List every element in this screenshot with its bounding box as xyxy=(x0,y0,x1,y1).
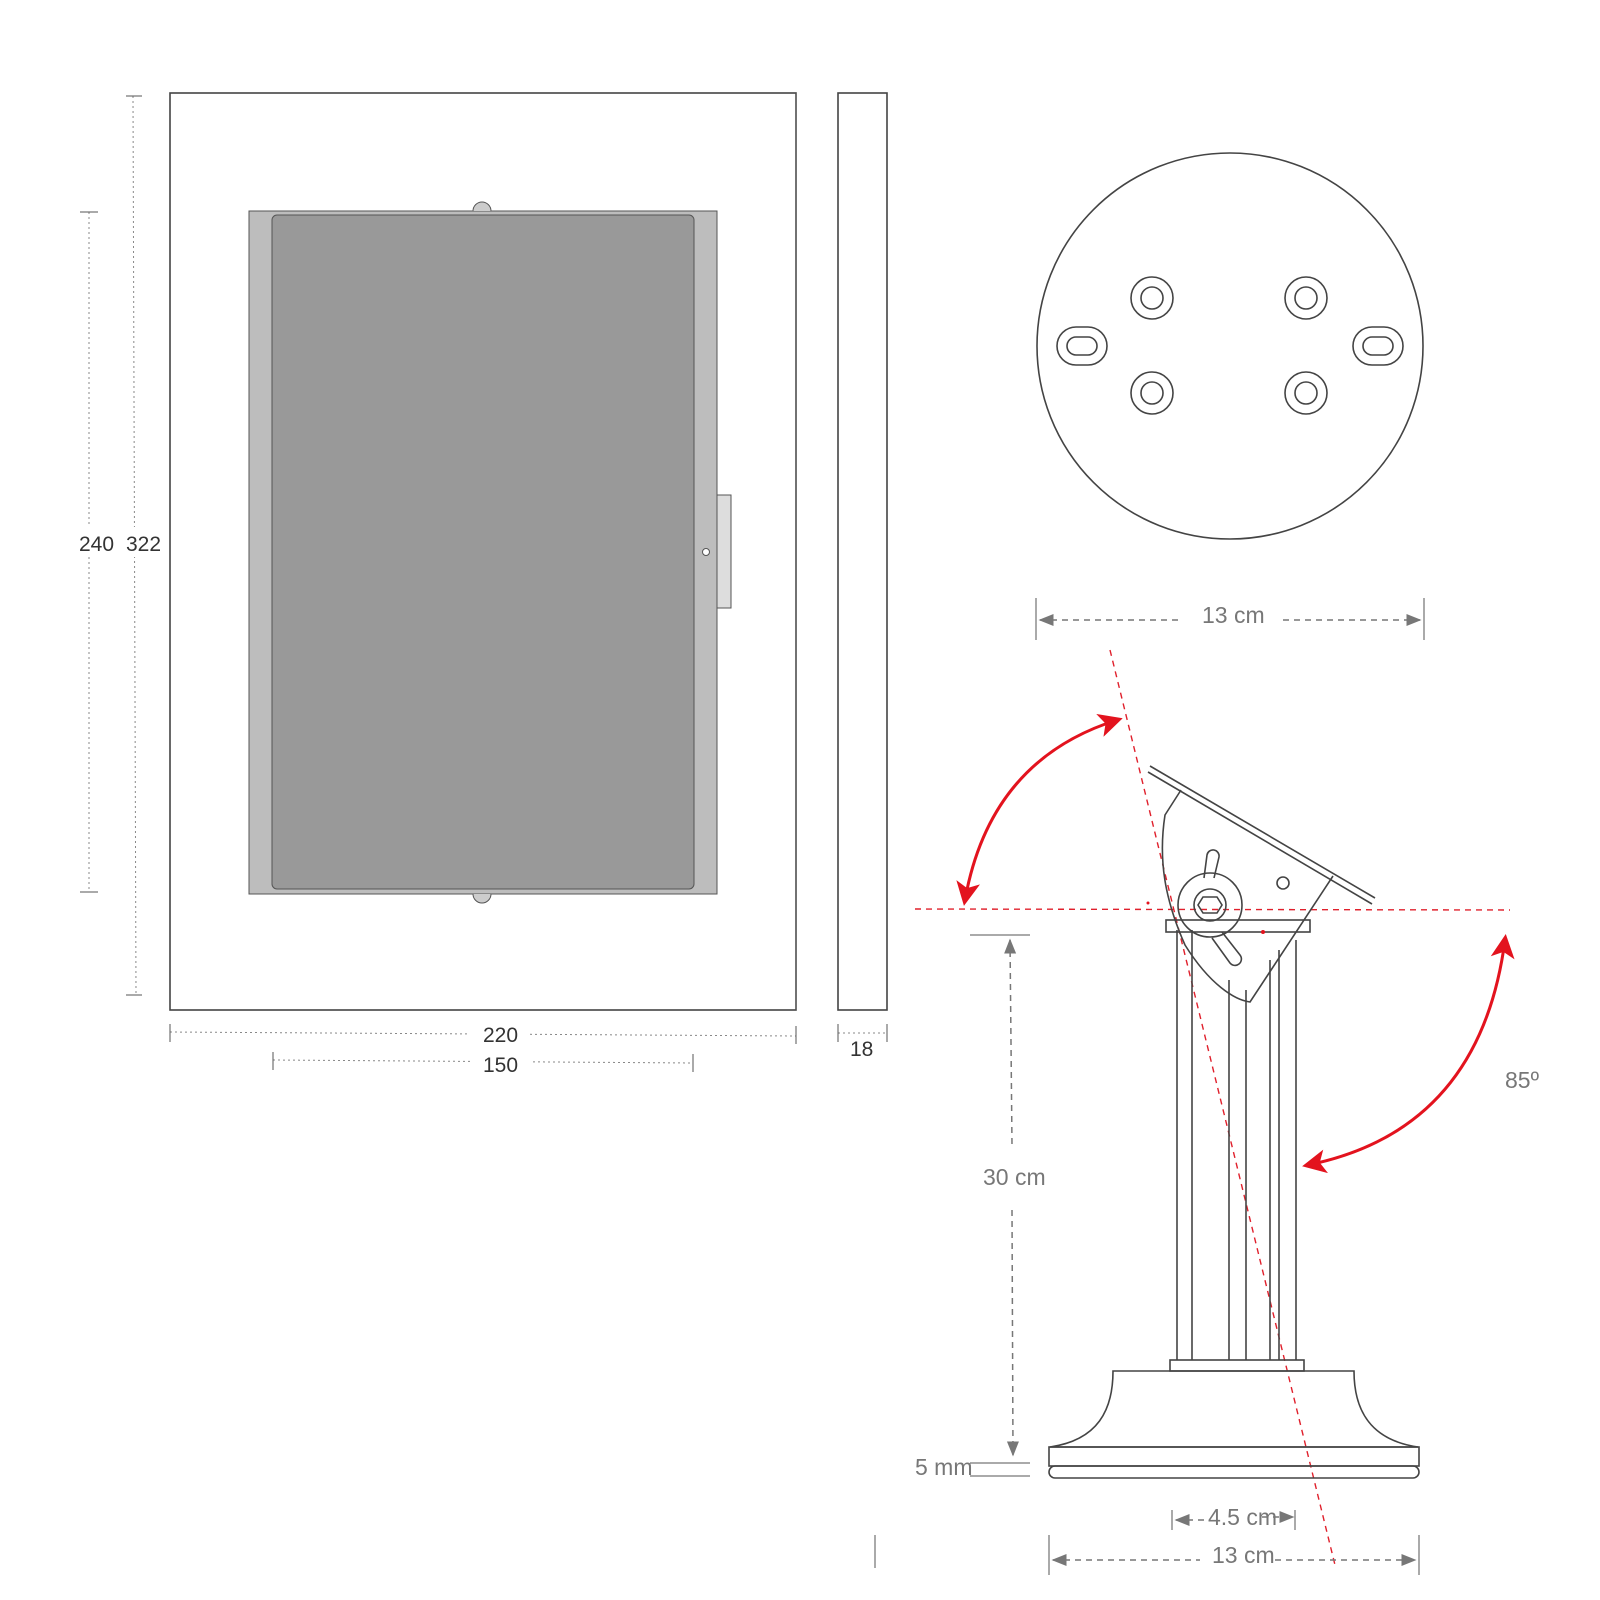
tilt-arc-left xyxy=(956,713,1123,906)
camera-dot xyxy=(702,548,710,556)
depth-label: 18 xyxy=(850,1038,873,1061)
column-width-label: 4.5 cm xyxy=(1208,1504,1277,1530)
width-inner-label: 150 xyxy=(483,1054,518,1077)
base-width-label: 13 cm xyxy=(1212,1542,1275,1568)
width-outer-label: 220 xyxy=(483,1024,518,1047)
base-thickness-label: 5 mm xyxy=(915,1454,973,1480)
base-plate-top-view: 13 cm xyxy=(1035,152,1425,640)
horizontal-reference-line xyxy=(914,908,1511,911)
height-inner-label: 240 xyxy=(79,533,114,556)
side-view: 18 xyxy=(837,92,888,1061)
tilt-arc-right xyxy=(1302,934,1515,1174)
tablet-screen xyxy=(271,214,695,890)
height-outer-label: 322 xyxy=(126,533,161,556)
plate-diameter-label: 13 cm xyxy=(1202,602,1265,628)
tilt-angle-label: 85º xyxy=(1505,1067,1540,1093)
front-view: 240 322 220 150 xyxy=(75,92,797,1078)
side-button xyxy=(716,494,732,609)
stand-height-label: 30 cm xyxy=(983,1164,1046,1190)
enclosure-side xyxy=(837,92,888,1011)
stand-side-view: 85º 30 cm 5 mm 4.5 cm 13 cm xyxy=(874,649,1540,1575)
tilt-reference-line xyxy=(1109,649,1336,1566)
